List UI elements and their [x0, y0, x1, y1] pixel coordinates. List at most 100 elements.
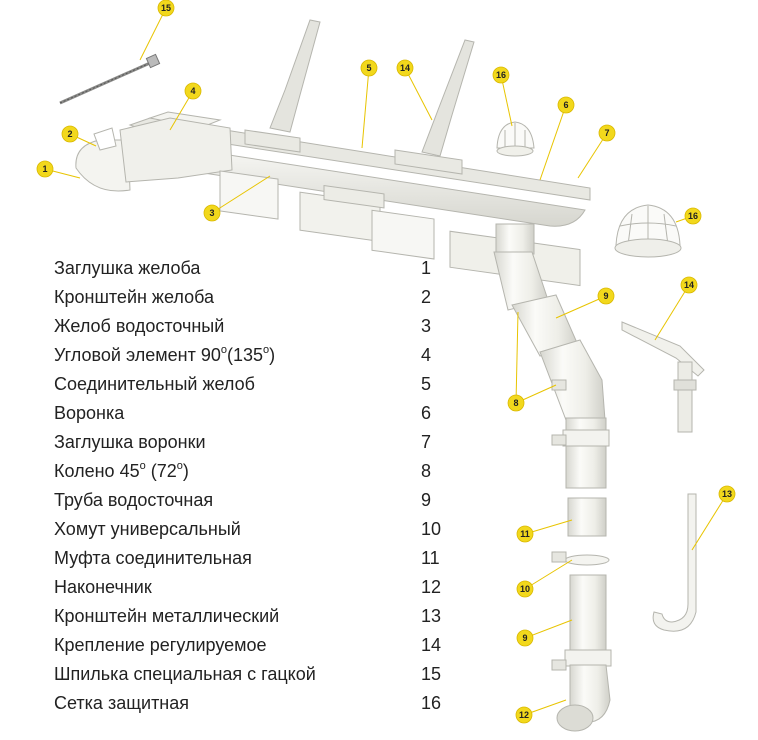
legend-name-part: Угловой элемент 90 — [54, 345, 221, 365]
legend-row: Шпилька специальная с гацкой 15 — [54, 664, 454, 692]
legend-part-name: Сетка защитная — [54, 693, 190, 713]
legend-part-number: 14 — [421, 635, 442, 655]
legend-name-part: ) — [269, 345, 276, 365]
legend-row: Сетка защитная 16 — [54, 693, 454, 721]
legend-part-name: Заглушка воронки — [54, 432, 206, 452]
callout-circle — [396, 59, 414, 77]
legend-part-name: Крепление регулируемое — [54, 635, 267, 655]
legend-row: Воронка 6 — [54, 403, 454, 431]
legend-part-name: Шпилька специальная с гацкой — [54, 664, 316, 684]
legend-row: Угловой элемент 90о(135о)4 — [54, 345, 454, 373]
downpipe-part — [493, 223, 612, 732]
legend-part-number: 1 — [421, 258, 432, 278]
degree-mark: о — [220, 344, 227, 356]
parts-illustration — [59, 19, 705, 732]
callout-circle — [507, 394, 525, 412]
callout-circle — [680, 276, 698, 294]
callout-number: 14 — [684, 280, 694, 290]
legend-part-name: Наконечник — [54, 577, 152, 597]
callout-circle — [684, 207, 702, 225]
callout-badge: 14 — [680, 276, 698, 294]
legend-part-number: 8 — [421, 461, 432, 481]
legend-part-name: Хомут универсальный — [54, 519, 241, 539]
callout-badge: 3 — [203, 204, 221, 222]
degree-mark: о — [263, 344, 270, 356]
legend-part-name: Воронка — [54, 403, 125, 423]
adjustable-mount-part — [621, 321, 705, 433]
callout-circle — [36, 160, 54, 178]
legend-part-number: 12 — [421, 577, 442, 597]
legend-part-number: 6 — [421, 403, 432, 423]
legend-part-number: 15 — [421, 664, 442, 684]
callout-number: 13 — [722, 489, 732, 499]
legend-name-part: Колено 45 — [54, 461, 140, 481]
legend-part-number: 10 — [421, 519, 442, 539]
callout-badge: 9 — [597, 287, 615, 305]
callout-circle — [492, 66, 510, 84]
callout-badge: 16 — [492, 66, 510, 84]
legend-part-name: Заглушка желоба — [54, 258, 201, 278]
legend-row: Хомут универсальный 10 — [54, 519, 454, 547]
callout-number: 9 — [603, 291, 608, 301]
degree-mark: о — [139, 460, 146, 472]
callout-circle — [516, 525, 534, 543]
metal-bracket-part — [652, 493, 697, 632]
callout-badge: 12 — [515, 706, 533, 724]
legend-part-number: 5 — [421, 374, 432, 394]
legend-part-number: 9 — [421, 490, 432, 510]
legend-row: Кронштейн металлический 13 — [54, 606, 454, 634]
legend-part-name: Желоб водосточный — [54, 316, 225, 336]
degree-mark: о — [176, 460, 183, 472]
screw-part — [59, 53, 161, 105]
legend-part-number: 11 — [421, 548, 440, 568]
legend-row: Кронштейн желоба 2 — [54, 287, 454, 315]
callout-badge: 6 — [557, 96, 575, 114]
legend-part-number: 3 — [421, 316, 432, 336]
callout-number: 1 — [42, 164, 47, 174]
legend-part-name: Кронштейн желоба — [54, 287, 215, 307]
callout-badge: 16 — [684, 207, 702, 225]
callout-badge: 15 — [157, 0, 175, 17]
gutter-run-part — [75, 19, 591, 287]
callout-circle — [184, 82, 202, 100]
legend-part-name: Кронштейн металлический — [54, 606, 280, 626]
callout-circle — [557, 96, 575, 114]
callout-circle — [61, 125, 79, 143]
legend-row: Желоб водосточный 3 — [54, 316, 454, 344]
callout-badge: 13 — [718, 485, 736, 503]
legend-part-number: 13 — [421, 606, 442, 626]
legend-name-part: (72 — [145, 461, 177, 481]
callout-number: 6 — [563, 100, 568, 110]
legend-part-number: 2 — [421, 287, 432, 307]
callout-number: 12 — [519, 710, 529, 720]
legend-part-name: Соединительный желоб — [54, 374, 255, 394]
callout-badge: 5 — [360, 59, 378, 77]
legend-row: Крепление регулируемое 14 — [54, 635, 454, 663]
callout-circle — [598, 124, 616, 142]
legend-row: Заглушка желоба 1 — [54, 258, 454, 286]
callout-circle — [516, 629, 534, 647]
callout-badge: 14 — [396, 59, 414, 77]
callout-badge: 8 — [507, 394, 525, 412]
callout-circle — [203, 204, 221, 222]
callout-number: 16 — [496, 70, 506, 80]
legend-part-number: 16 — [421, 693, 442, 713]
callout-circle — [360, 59, 378, 77]
callout-number: 14 — [400, 63, 410, 73]
legend-part-name: Колено 45о (72о) — [54, 461, 189, 482]
callout-circle — [157, 0, 175, 17]
callout-number: 7 — [604, 128, 609, 138]
callout-circle — [515, 706, 533, 724]
legend-row: Колено 45о (72о)8 — [54, 461, 454, 489]
callout-circle — [597, 287, 615, 305]
callout-badge: 4 — [184, 82, 202, 100]
legend-name-part: ) — [182, 461, 189, 481]
legend-row: Наконечник 12 — [54, 577, 454, 605]
legend-part-name: Труба водосточная — [54, 490, 214, 510]
callout-circle — [516, 580, 534, 598]
callout-number: 16 — [688, 211, 698, 221]
legend-part-name: Угловой элемент 90о(135о) — [54, 345, 275, 366]
callout-number: 4 — [190, 86, 195, 96]
